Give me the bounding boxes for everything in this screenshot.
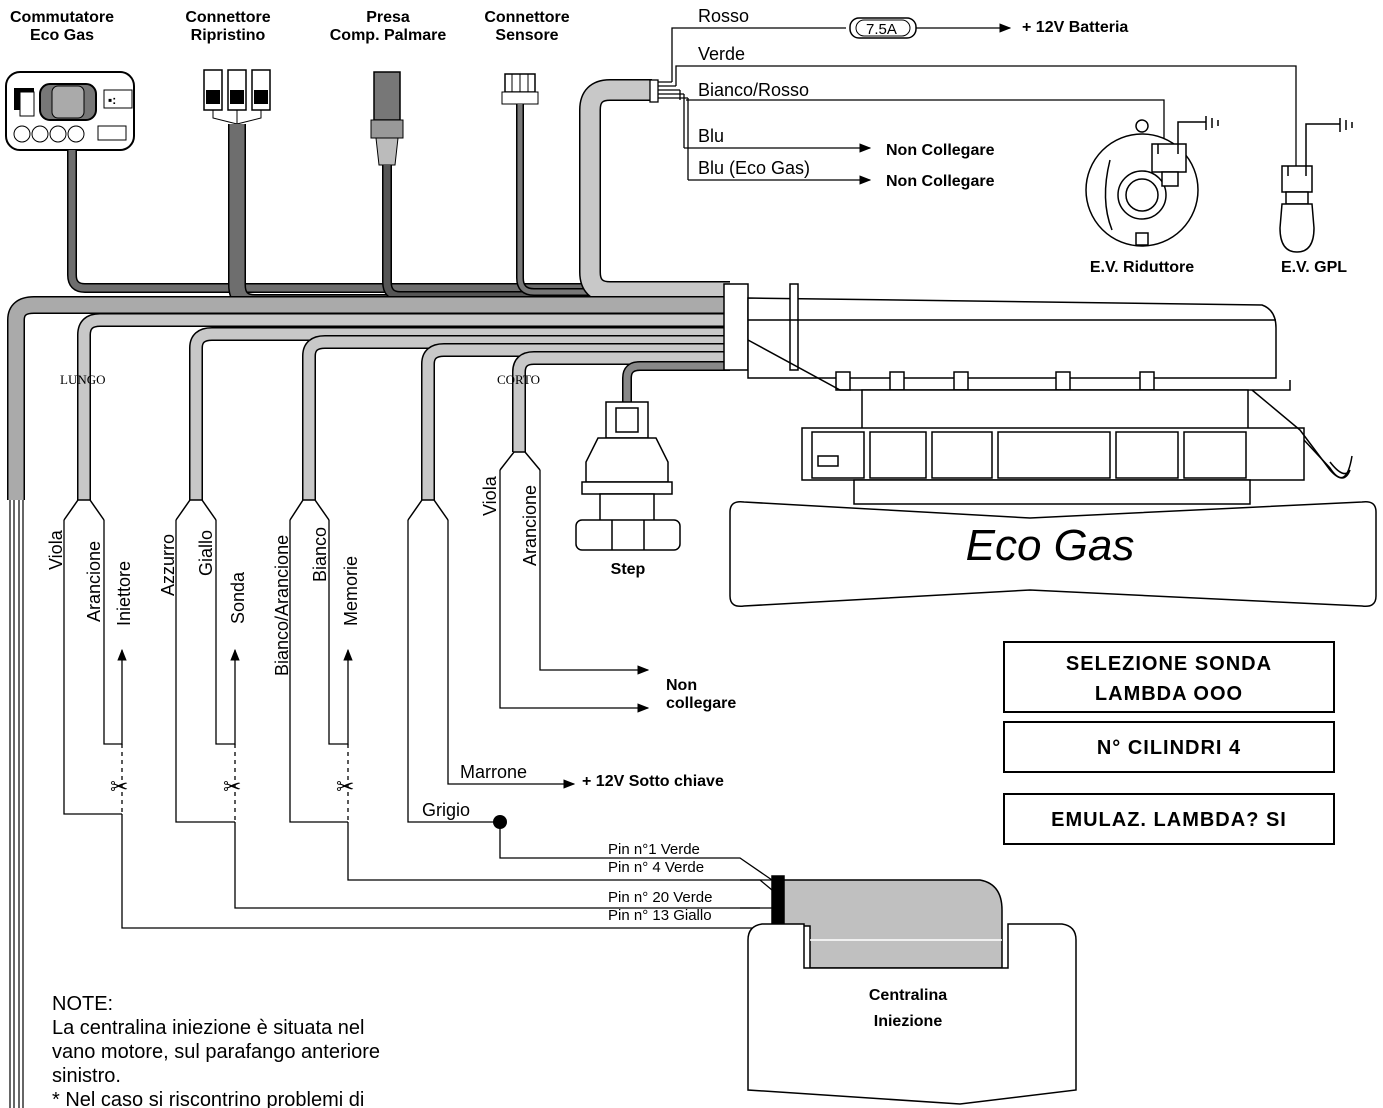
header-commutatore: Commutatore Eco Gas xyxy=(10,9,114,44)
scissors-icon: ✂ xyxy=(336,774,354,799)
box-emulaz: EMULAZ. LAMBDA? SI xyxy=(1003,793,1335,845)
pin13-label: Pin n° 13 Giallo xyxy=(608,907,712,924)
svg-text:Eco Gas: Eco Gas xyxy=(30,27,94,44)
svg-text:La centralina iniezione è situ: La centralina iniezione è situata nel xyxy=(52,1017,364,1039)
pin1-label: Pin n°1 Verde xyxy=(608,841,700,858)
header-ripristino: Connettore Ripristino xyxy=(185,9,270,44)
vlabel-azzurro: Azzurro xyxy=(158,534,178,596)
branch-splits xyxy=(63,451,541,521)
svg-text:▪:: ▪: xyxy=(108,93,116,107)
non-collegare-label-1: Non Collegare xyxy=(886,142,995,159)
ev-riduttore xyxy=(1085,116,1219,247)
header-palmare: Presa Comp. Palmare xyxy=(330,9,447,44)
wire-grigio-label: Grigio xyxy=(422,800,470,820)
pin20-label: Pin n° 20 Verde xyxy=(608,889,712,906)
box-cilindri: N° CILINDRI 4 xyxy=(1003,721,1335,773)
vlabel-arancione-1: Arancione xyxy=(84,541,104,622)
main-cable-wires xyxy=(9,500,24,1108)
corto-label: CORTO xyxy=(497,372,540,387)
vlabel-giallo: Giallo xyxy=(196,530,216,576)
svg-text:Presa: Presa xyxy=(366,9,410,26)
vlabel-memorie: Memorie xyxy=(341,556,361,626)
commutatore-device: ▪: xyxy=(5,71,135,151)
svg-text:Ripristino: Ripristino xyxy=(191,27,266,44)
centralina-iniezione xyxy=(747,875,1077,1105)
wire-bianco-rosso-label: Bianco/Rosso xyxy=(698,80,809,100)
svg-text:Connettore: Connettore xyxy=(484,9,569,26)
svg-text:NOTE:: NOTE: xyxy=(52,993,113,1015)
lungo-label: LUNGO xyxy=(60,372,106,387)
sotto-chiave-label: + 12V Sotto chiave xyxy=(582,773,724,790)
box-sonda: SELEZIONE SONDA LAMBDA OOO xyxy=(1003,641,1335,713)
wire-marrone-label: Marrone xyxy=(460,762,527,782)
grigio-junction xyxy=(493,815,507,829)
centralina-label-2: Iniezione xyxy=(874,1013,943,1030)
scissors-icon: ✂ xyxy=(223,774,241,799)
vlabel-iniettore: Iniettore xyxy=(114,561,134,626)
vlabel-viola-2: Viola xyxy=(480,475,500,516)
wire-blu-label: Blu xyxy=(698,126,724,146)
svg-text:sinistro.: sinistro. xyxy=(52,1065,121,1087)
batteria-label: + 12V Batteria xyxy=(1022,19,1128,36)
fuse-label: 7.5A xyxy=(866,21,897,38)
sensore-connector xyxy=(501,73,539,105)
ecogas-ecu xyxy=(723,283,1377,608)
vlabel-bianco: Bianco xyxy=(310,527,330,582)
ev-gpl-label: E.V. GPL xyxy=(1281,259,1347,276)
header-sensore: Connettore Sensore xyxy=(484,9,569,44)
svg-text:Comp. Palmare: Comp. Palmare xyxy=(330,27,447,44)
svg-text:Sensore: Sensore xyxy=(495,27,558,44)
vlabel-viola-1: Viola xyxy=(46,529,66,570)
svg-text:SELEZIONE SONDA: SELEZIONE SONDA xyxy=(1066,653,1272,675)
non-collegare-label-2: Non Collegare xyxy=(886,173,995,190)
vlabel-bianco-arancione: Bianco/Arancione xyxy=(272,535,292,676)
ev-riduttore-label: E.V. Riduttore xyxy=(1090,259,1194,276)
centralina-label-1: Centralina xyxy=(869,987,947,1004)
scissors-icon: ✂ xyxy=(110,774,128,799)
svg-text:* Nel caso si riscontrino prob: * Nel caso si riscontrino problemi di xyxy=(52,1089,364,1108)
svg-text:Connettore: Connettore xyxy=(185,9,270,26)
ecogas-title: Eco Gas xyxy=(966,521,1135,570)
vlabel-arancione-2: Arancione xyxy=(520,485,540,566)
wire-verde-label: Verde xyxy=(698,44,745,64)
harness-cables xyxy=(7,79,730,500)
wire-rosso-label: Rosso xyxy=(698,6,749,26)
fuse-symbol xyxy=(849,17,917,39)
top-wires xyxy=(649,23,1297,185)
wire-blu-eco-label: Blu (Eco Gas) xyxy=(698,158,810,178)
svg-text:N° CILINDRI 4: N° CILINDRI 4 xyxy=(1097,737,1241,759)
ripristino-connector xyxy=(203,69,271,125)
svg-text:vano motore, sul parafango ant: vano motore, sul parafango anteriore xyxy=(52,1041,380,1063)
non-label: Non xyxy=(666,677,697,694)
collegare-label: collegare xyxy=(666,695,736,712)
notes-block: NOTE: La centralina iniezione è situata … xyxy=(52,993,380,1108)
svg-text:Commutatore: Commutatore xyxy=(10,9,114,26)
svg-text:EMULAZ. LAMBDA? SI: EMULAZ. LAMBDA? SI xyxy=(1051,809,1287,831)
step-label: Step xyxy=(611,561,646,578)
ev-gpl xyxy=(1279,118,1353,253)
svg-text:LAMBDA OOO: LAMBDA OOO xyxy=(1095,683,1243,705)
palmare-plug xyxy=(370,71,404,166)
step-motor xyxy=(575,401,681,551)
lower-wires xyxy=(63,470,773,929)
vlabel-sonda: Sonda xyxy=(228,571,248,624)
pin4-label: Pin n° 4 Verde xyxy=(608,859,704,876)
